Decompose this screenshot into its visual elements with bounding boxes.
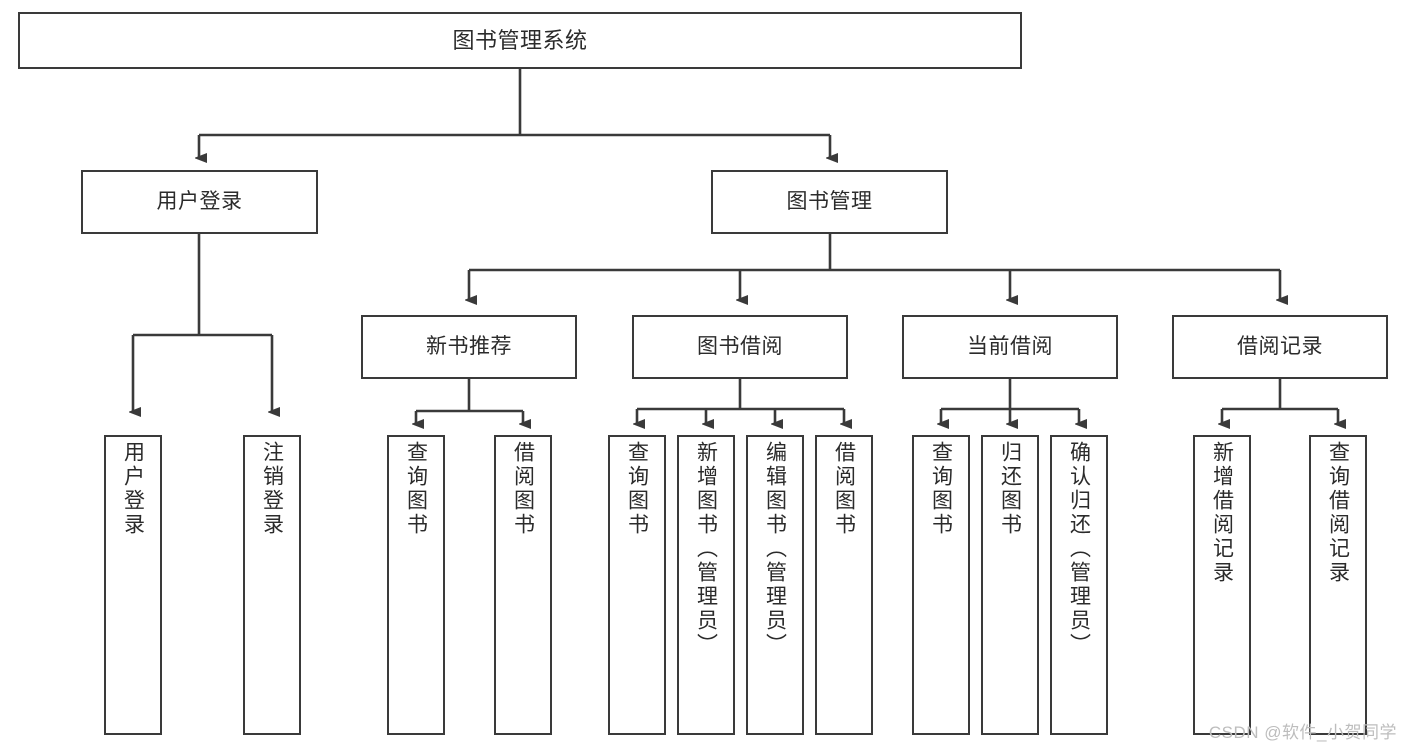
node-book-management[interactable]: 图书管理	[711, 170, 948, 234]
node-label: 借阅图书	[511, 441, 535, 537]
leaf-current-borrow-confirm-return[interactable]: 确认归还（管理员）	[1050, 435, 1108, 735]
node-label: 编辑图书（管理员）	[763, 441, 787, 657]
node-user-login[interactable]: 用户登录	[81, 170, 318, 234]
leaf-current-borrow-query[interactable]: 查询图书	[912, 435, 970, 735]
node-label: 图书借阅	[697, 334, 783, 358]
node-label: 归还图书	[998, 441, 1022, 537]
node-book-borrow[interactable]: 图书借阅	[632, 315, 848, 379]
leaf-borrow-record-add[interactable]: 新增借阅记录	[1193, 435, 1251, 735]
node-current-borrow[interactable]: 当前借阅	[902, 315, 1118, 379]
node-label: 新增借阅记录	[1210, 441, 1234, 585]
watermark: CSDN @软件_小贺同学	[1208, 723, 1397, 742]
node-label: 借阅图书	[832, 441, 856, 537]
leaf-book-borrow-edit[interactable]: 编辑图书（管理员）	[746, 435, 804, 735]
leaf-user-login-login[interactable]: 用户登录	[104, 435, 162, 735]
node-label: 确认归还（管理员）	[1067, 441, 1091, 657]
leaf-current-borrow-return[interactable]: 归还图书	[981, 435, 1039, 735]
node-label: 图书管理系统	[452, 27, 588, 53]
leaf-borrow-record-query[interactable]: 查询借阅记录	[1309, 435, 1367, 735]
leaf-new-book-query[interactable]: 查询图书	[387, 435, 445, 735]
leaf-book-borrow-query[interactable]: 查询图书	[608, 435, 666, 735]
leaf-book-borrow-add[interactable]: 新增图书（管理员）	[677, 435, 735, 735]
node-root-system[interactable]: 图书管理系统	[18, 12, 1022, 69]
node-label: 查询图书	[404, 441, 428, 537]
node-label: 查询图书	[625, 441, 649, 537]
node-label: 新增图书（管理员）	[694, 441, 718, 657]
node-label: 用户登录	[156, 189, 243, 213]
node-label: 借阅记录	[1237, 334, 1323, 358]
leaf-new-book-borrow[interactable]: 借阅图书	[494, 435, 552, 735]
node-borrow-record[interactable]: 借阅记录	[1172, 315, 1388, 379]
leaf-book-borrow-borrow[interactable]: 借阅图书	[815, 435, 873, 735]
node-new-book-recommend[interactable]: 新书推荐	[361, 315, 577, 379]
leaf-user-login-logout[interactable]: 注销登录	[243, 435, 301, 735]
node-label: 新书推荐	[426, 334, 512, 358]
node-label: 用户登录	[121, 441, 145, 537]
node-label: 图书管理	[786, 189, 873, 213]
node-label: 注销登录	[260, 441, 284, 537]
node-label: 查询借阅记录	[1326, 441, 1350, 585]
node-label: 查询图书	[929, 441, 953, 537]
node-label: 当前借阅	[967, 334, 1053, 358]
